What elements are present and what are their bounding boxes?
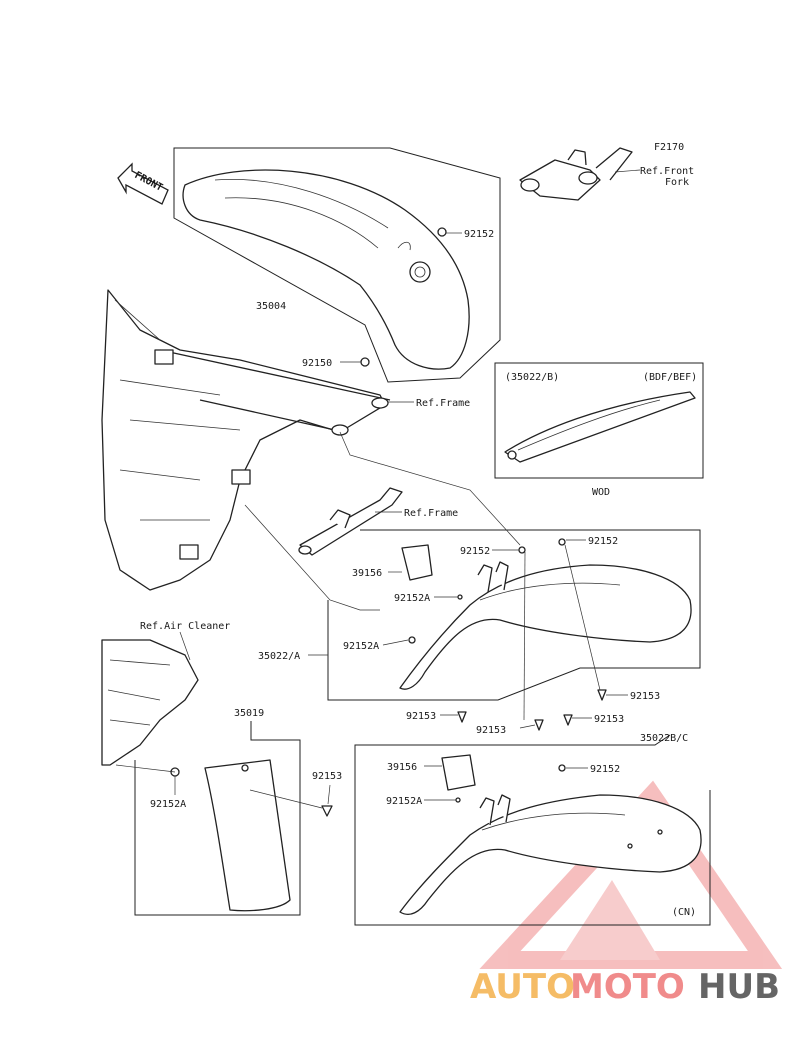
label-ref-frame-2: Ref.Frame — [404, 508, 458, 519]
label-inset-left: (35022/B) — [505, 372, 559, 383]
watermark-moto: MOTO — [570, 967, 685, 1007]
front-fender-group — [173, 147, 501, 383]
label-ref-air-cleaner: Ref.Air Cleaner — [140, 621, 230, 632]
rear-fender-bc — [354, 734, 711, 926]
label-92152-a: 92152 — [460, 546, 490, 557]
watermark-hub: HUB — [698, 967, 780, 1007]
label-inset-caption: WOD — [592, 487, 610, 498]
inset-box-35022b — [494, 362, 704, 479]
label-92152a-c: 92152A — [150, 799, 186, 810]
label-92152a-a: 92152A — [394, 593, 430, 604]
label-35019: 35019 — [234, 708, 264, 719]
label-35004: 35004 — [256, 301, 286, 312]
motorcycle-frame — [101, 289, 521, 611]
label-92150: 92150 — [302, 358, 332, 369]
front-fork-bracket — [519, 147, 641, 201]
label-f2170: F2170 — [654, 142, 684, 153]
mud-flap-35019 — [115, 721, 333, 916]
front-arrow-icon: FRONT — [117, 162, 169, 205]
label-ref-front-fork-1: Ref.Front — [640, 166, 694, 177]
rear-fender-a — [308, 529, 701, 731]
label-92153-b: 92153 — [406, 711, 436, 722]
label-92152-b: 92152 — [588, 536, 618, 547]
label-35022bc: 35022B/C — [640, 733, 688, 744]
label-92152-top: 92152 — [464, 229, 494, 240]
label-cn: (CN) — [672, 907, 696, 918]
watermark-logo — [479, 780, 783, 969]
label-ref-frame-1: Ref.Frame — [416, 398, 470, 409]
rear-frame-stub — [298, 487, 403, 556]
label-92153-e: 92153 — [312, 771, 342, 782]
label-92152-c: 92152 — [590, 764, 620, 775]
label-35022a: 35022/A — [258, 651, 300, 662]
watermark-text: AUTO MOTO HUB — [470, 967, 780, 1007]
label-92152a-b: 92152A — [343, 641, 379, 652]
label-39156-a: 39156 — [352, 568, 382, 579]
label-92152a-d: 92152A — [386, 796, 422, 807]
label-92153-a: 92153 — [630, 691, 660, 702]
label-92153-c: 92153 — [476, 725, 506, 736]
watermark-auto: AUTO — [470, 967, 575, 1007]
air-cleaner — [101, 631, 199, 766]
label-inset-right: (BDF/BEF) — [643, 372, 697, 383]
label-92153-d: 92153 — [594, 714, 624, 725]
label-39156-b: 39156 — [387, 762, 417, 773]
label-ref-front-fork-2: Fork — [665, 177, 689, 188]
